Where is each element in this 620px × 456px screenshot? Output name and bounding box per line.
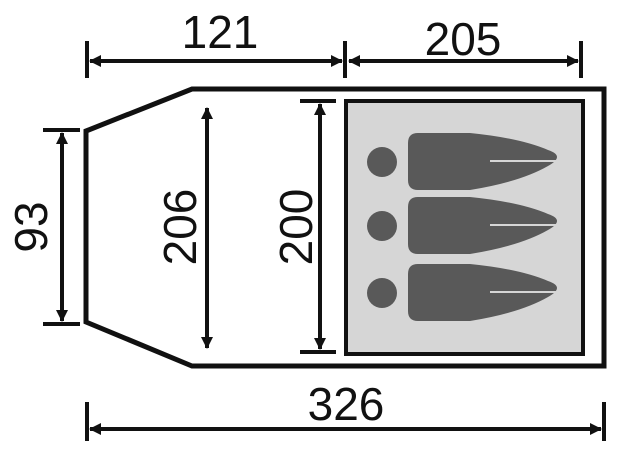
sleeper-2 [367,197,560,254]
sleeper-head [367,147,397,177]
sleeper-body [408,264,557,321]
sleeper-body [408,197,557,254]
front-width-label: 93 [5,201,57,252]
sleeper-3 [367,264,560,321]
sleepers [367,133,560,321]
sleeper-1 [367,133,560,190]
front-width-dimension [43,128,80,326]
sleeper-head [367,278,397,308]
inner-width-dimension [300,99,336,354]
sleeper-head [367,211,397,241]
vestibule-depth-label: 121 [182,6,259,58]
inner-depth-label: 205 [425,13,502,65]
top-dimension-lines [85,41,583,78]
back-width-label: 206 [154,189,206,266]
total-length-dimension [85,402,606,441]
inner-width-label: 200 [270,189,322,266]
sleeper-body [408,133,557,190]
total-length-label: 326 [308,378,385,430]
